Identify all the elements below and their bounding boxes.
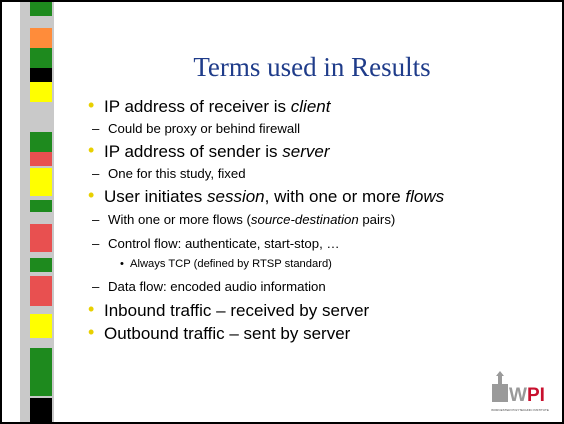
dash-bullet: –: [92, 279, 100, 294]
bullet-item-level-2: –Data flow: encoded audio information: [84, 279, 326, 294]
bullet-item-level-1: • User initiates session, with one or mor…: [84, 185, 445, 207]
bullet-text: Data flow: encoded audio information: [108, 279, 326, 294]
dash-bullet: –: [92, 121, 100, 136]
color-stripe: [30, 348, 52, 396]
color-stripe: [30, 314, 52, 338]
bullet-text: IP address of receiver is: [104, 97, 291, 116]
logo-text: WPI: [509, 385, 545, 406]
color-stripe: [30, 258, 52, 272]
bullet-text: Inbound traffic – received by server: [104, 301, 370, 320]
color-stripe: [30, 82, 52, 102]
bullet-dot: •: [88, 185, 95, 205]
bullet-item-level-2: –Could be proxy or behind firewall: [84, 121, 300, 136]
color-stripe: [30, 224, 52, 252]
color-stripe: [30, 28, 52, 50]
logo-caption: WORCESTER POLYTECHNIC INSTITUTE: [491, 408, 549, 412]
bullet-text: server: [282, 142, 330, 161]
dash-bullet: –: [92, 236, 100, 251]
bullet-item-level-2: –Control flow: authenticate, start-stop,…: [84, 236, 340, 251]
bullet-item-level-1: • Inbound traffic – received by server: [84, 299, 370, 321]
dash-bullet: –: [92, 212, 100, 227]
bullet-text: , with one or more: [264, 187, 406, 206]
bullet-dot: •: [88, 95, 95, 115]
bullet-text: flows: [405, 187, 445, 206]
color-stripe: [30, 398, 52, 422]
bullet-text: client: [290, 97, 331, 116]
bullet-text: One for this study, fixed: [108, 166, 246, 181]
bullet-item-level-2: –With one or more flows (source-destinat…: [84, 212, 395, 227]
color-stripe: [30, 68, 52, 82]
bullet-item-level-3: • Always TCP (defined by RTSP standard): [84, 258, 332, 270]
color-stripe: [30, 168, 52, 196]
wpi-logo: WPI WORCESTER POLYTECHNIC INSTITUTE: [491, 371, 549, 412]
bullet-text: Could be proxy or behind firewall: [108, 121, 301, 136]
bullet-dot: •: [88, 322, 95, 342]
bullet-text: Outbound traffic – sent by server: [104, 324, 351, 343]
color-stripe: [30, 152, 52, 166]
bullet-item-level-1: • Outbound traffic – sent by server: [84, 322, 351, 344]
color-stripe: [30, 276, 52, 306]
dash-bullet: –: [92, 166, 100, 181]
bullet-item-level-1: • IP address of sender is server: [84, 140, 330, 162]
slide-title: Terms used in Results: [193, 52, 431, 82]
color-stripe: [30, 48, 52, 68]
bullet-dot: •: [88, 140, 95, 160]
bullet-text: With one or more flows (: [108, 212, 251, 227]
color-stripe: [30, 132, 52, 156]
bullet-text: pairs): [358, 212, 396, 227]
color-stripe: [30, 2, 52, 16]
bullet-item-level-1: • IP address of receiver is client: [84, 95, 331, 117]
bullet-text: Always TCP (defined by RTSP standard): [130, 258, 332, 270]
bullet-dot: •: [88, 299, 95, 319]
building-icon: [492, 371, 508, 402]
bullet-item-level-2: –One for this study, fixed: [84, 166, 246, 181]
bullet-text: IP address of sender is: [104, 142, 283, 161]
bullet-text: User initiates: [104, 187, 207, 206]
bullet-text: source-destination: [250, 212, 359, 227]
bullet-dot: •: [120, 258, 124, 270]
bullet-text: Control flow: authenticate, start-stop, …: [108, 236, 340, 251]
bullet-text: session: [206, 187, 265, 206]
color-stripe: [30, 200, 52, 212]
